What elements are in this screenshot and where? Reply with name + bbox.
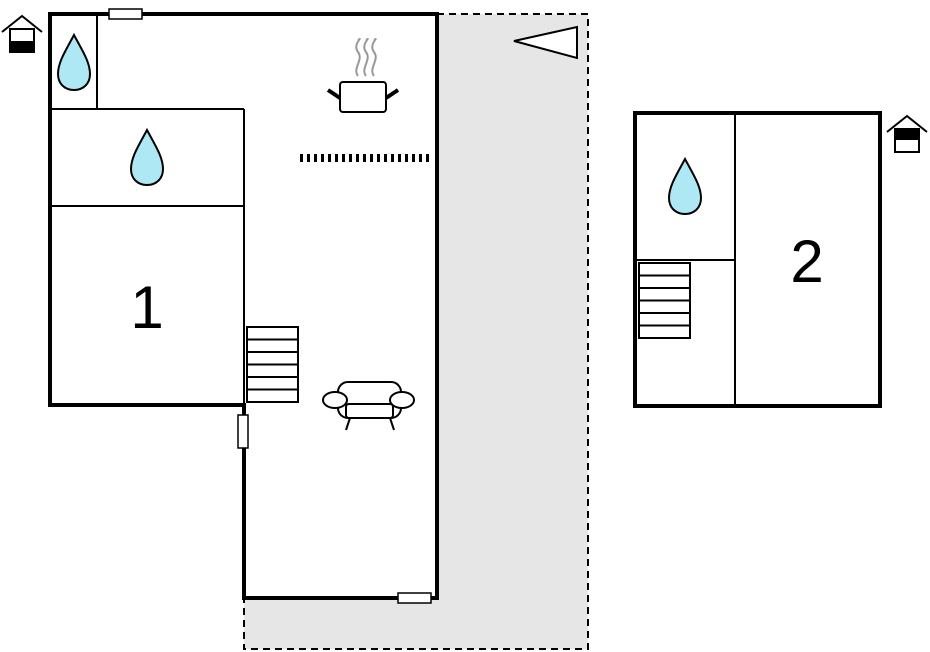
water-drop-icon <box>129 127 165 187</box>
staircase-icon <box>246 326 299 403</box>
terrace <box>243 13 589 650</box>
water-drop-icon <box>667 156 703 216</box>
water-drop-icon <box>56 32 92 92</box>
window-icon <box>237 414 249 449</box>
window-icon <box>397 592 432 604</box>
window-icon <box>108 8 143 20</box>
cooking-pot-icon <box>326 38 400 113</box>
room-label-floor-1: 1 <box>130 274 163 341</box>
staircase-icon <box>638 262 691 339</box>
north-arrow-icon <box>513 25 578 60</box>
room-label-floor-2: 2 <box>790 228 823 295</box>
sofa-icon <box>322 381 415 431</box>
house-ground-floor-icon <box>1 14 43 53</box>
upper-floor-walls <box>633 111 882 408</box>
house-upper-floor-icon <box>886 114 928 153</box>
